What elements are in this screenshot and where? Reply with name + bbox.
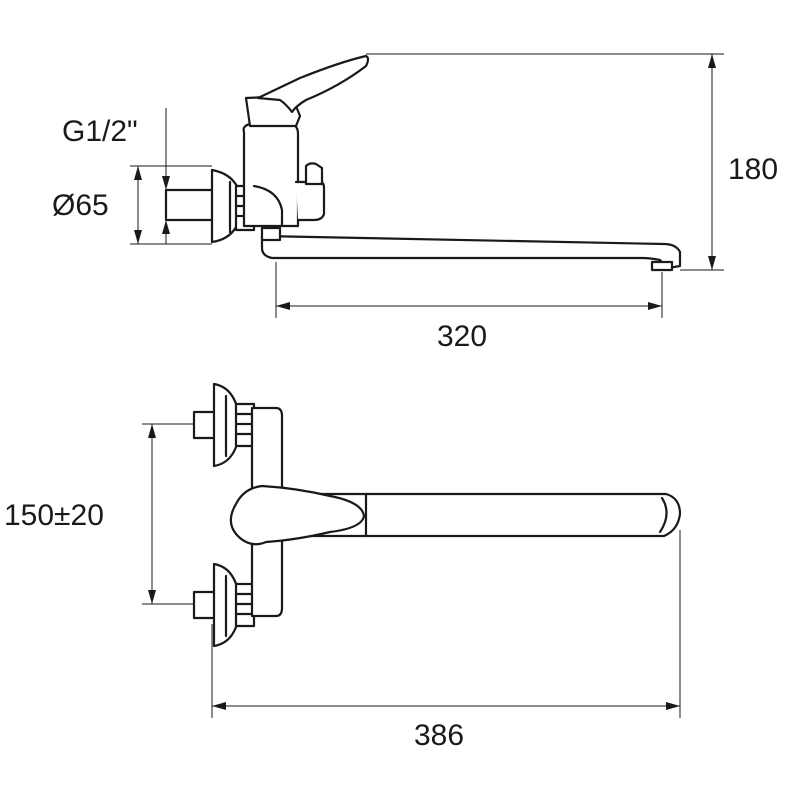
top-view [192, 382, 682, 648]
dim-axis-distance: 150±20 [4, 423, 194, 605]
dim-diameter: Ø65 [52, 165, 212, 245]
dim-overall-length-label: 386 [414, 719, 464, 752]
top-lever-handle [229, 484, 366, 546]
side-view [164, 54, 682, 272]
side-lever-handle [256, 54, 370, 114]
side-spout [260, 234, 682, 270]
side-aerator [650, 260, 674, 272]
top-connector-upper [192, 382, 256, 468]
dim-spout-reach: 320 [275, 262, 663, 353]
dim-overall-length: 386 [211, 530, 681, 752]
side-mixer-body [242, 94, 326, 228]
dim-thread-label: G1/2" [62, 115, 138, 148]
side-eccentric-connector [164, 168, 256, 244]
top-spout [278, 492, 682, 538]
dim-diameter-label: Ø65 [52, 189, 109, 222]
dim-thread: G1/2" [62, 108, 170, 190]
dim-axis-distance-label: 150±20 [4, 499, 104, 532]
side-spout-collar [260, 226, 282, 242]
dim-height-label: 180 [728, 153, 778, 186]
top-connector-lower [192, 562, 256, 648]
dim-height: 180 [366, 53, 778, 271]
dim-spout-reach-label: 320 [437, 320, 487, 353]
